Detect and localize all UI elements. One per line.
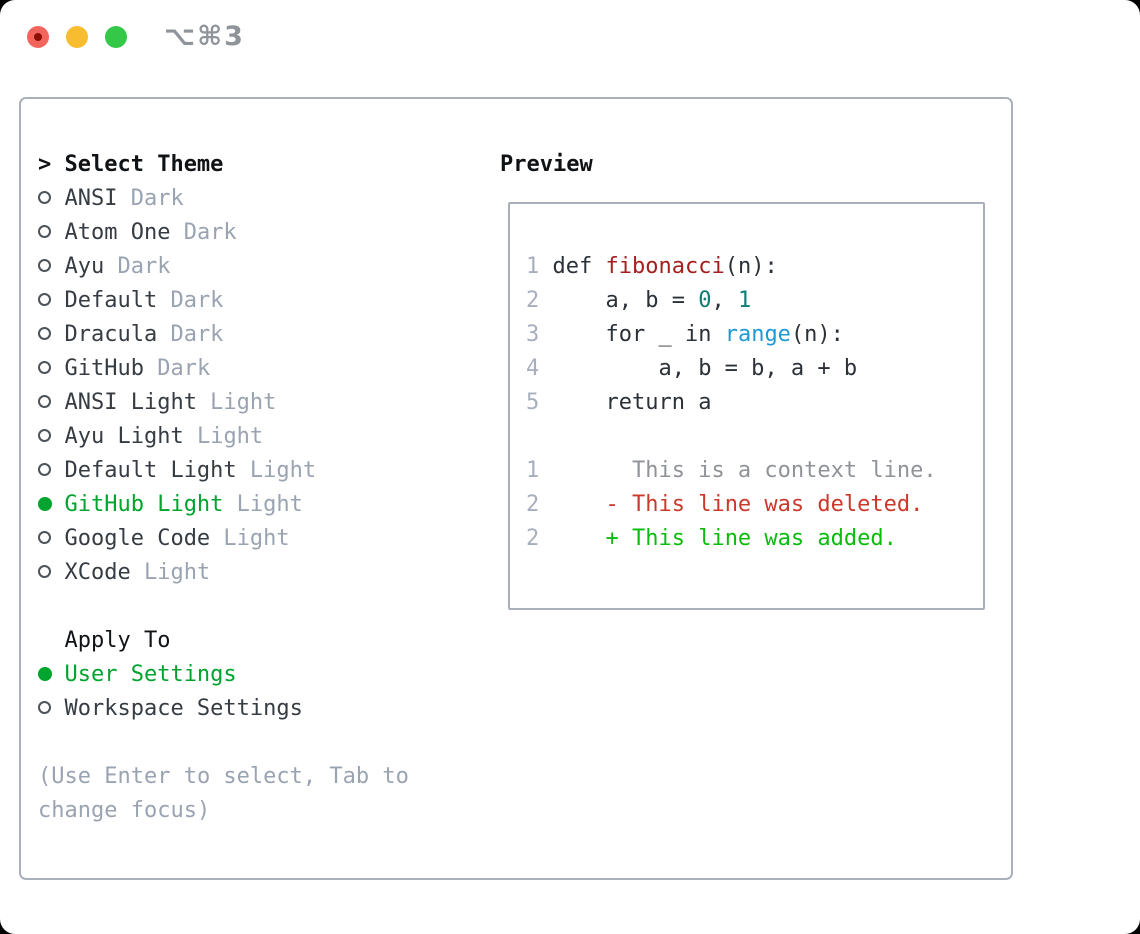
apply-to-header: Apply To	[38, 624, 409, 658]
code-line: 4 a, b = b, a + b	[526, 356, 858, 381]
theme-option-github-light[interactable]: GitHub Light Light	[38, 488, 409, 522]
option-label: Ayu	[64, 254, 105, 279]
line-number: 1	[526, 458, 632, 483]
radio-icon	[38, 293, 51, 306]
theme-option-github[interactable]: GitHub Dark	[38, 352, 409, 386]
line-number: 2	[526, 492, 606, 517]
theme-variant: Light	[223, 492, 303, 517]
minimize-button[interactable]	[66, 26, 88, 48]
option-label: GitHub Light	[64, 492, 224, 517]
hint-text: (Use Enter to select, Tab to change focus…	[38, 760, 409, 828]
radio-icon	[38, 531, 51, 544]
theme-option-ansi-light[interactable]: ANSI Light Light	[38, 386, 409, 420]
option-label: Atom One	[64, 220, 171, 245]
radio-icon	[38, 225, 51, 238]
theme-option-ayu-light[interactable]: Ayu Light Light	[38, 420, 409, 454]
theme-variant: Dark	[170, 220, 237, 245]
apply-option-workspace-settings[interactable]: Workspace Settings	[38, 692, 409, 726]
option-label: User Settings	[64, 662, 237, 687]
radio-icon	[38, 259, 51, 272]
theme-option-dracula[interactable]: Dracula Dark	[38, 318, 409, 352]
window-title: ⌥⌘3	[164, 21, 245, 52]
radio-icon	[38, 361, 51, 374]
radio-icon	[38, 327, 51, 340]
radio-icon	[38, 395, 51, 408]
apply-to-label: Apply To	[64, 628, 171, 653]
preview-box: 1 def fibonacci(n): 2 a, b = 0, 1 3 for _ …	[508, 202, 985, 610]
theme-variant: Light	[183, 424, 264, 449]
theme-option-atom-one[interactable]: Atom One Dark	[38, 216, 409, 250]
line-number: 3	[526, 322, 606, 347]
theme-option-google-code[interactable]: Google Code Light	[38, 522, 409, 556]
option-label: GitHub	[64, 356, 144, 381]
apply-option-user-settings[interactable]: User Settings	[38, 658, 409, 692]
theme-variant: Light	[236, 458, 317, 483]
line-number: 2	[526, 526, 606, 551]
close-dot-icon	[34, 33, 42, 41]
option-label: ANSI Light	[64, 390, 197, 415]
hint-line: (Use Enter to select, Tab to	[38, 764, 409, 789]
radio-selected-icon	[38, 666, 52, 681]
option-label: Dracula	[64, 322, 158, 347]
select-theme-label: Select Theme	[64, 152, 224, 177]
line-number: 1	[526, 254, 553, 279]
code-line: 1 def fibonacci(n):	[526, 254, 778, 279]
code-line: 5 return a	[526, 390, 712, 415]
theme-option-ayu[interactable]: Ayu Dark	[38, 250, 409, 284]
code-preview: 1 def fibonacci(n): 2 a, b = 0, 1 3 for _ …	[510, 204, 983, 556]
option-label: Ayu Light	[64, 424, 184, 449]
zoom-button[interactable]	[105, 26, 127, 48]
theme-option-default-light[interactable]: Default Light Light	[38, 454, 409, 488]
theme-variant: Dark	[157, 288, 224, 313]
radio-icon	[38, 429, 51, 442]
code-line: 2 + This line was added.	[526, 526, 897, 551]
spacer	[38, 726, 409, 760]
radio-icon	[38, 565, 51, 578]
prompt-icon: >	[38, 152, 65, 177]
code-line	[526, 420, 983, 454]
close-button[interactable]	[27, 26, 49, 48]
theme-variant: Light	[210, 526, 290, 551]
code-line: 2 a, b = 0, 1	[526, 288, 752, 313]
theme-variant: Light	[130, 560, 211, 585]
radio-icon	[38, 463, 51, 476]
code-line: 2 - This line was deleted.	[526, 492, 924, 517]
option-label: Workspace Settings	[64, 696, 303, 721]
line-number: 4	[526, 356, 659, 381]
radio-icon	[38, 191, 51, 204]
radio-selected-icon	[38, 496, 52, 511]
line-number: 2	[526, 288, 606, 313]
code-line: 1 This is a context line.	[526, 458, 937, 483]
radio-icon	[38, 701, 51, 714]
option-label: XCode	[64, 560, 131, 585]
spacer	[38, 590, 409, 624]
theme-option-ansi[interactable]: ANSI Dark	[38, 182, 409, 216]
theme-variant: Dark	[157, 322, 224, 347]
theme-variant: Dark	[117, 186, 184, 211]
preview-title: Preview	[500, 152, 593, 177]
line-number: 5	[526, 390, 606, 415]
hint-line: change focus)	[38, 798, 211, 823]
theme-option-default[interactable]: Default Dark	[38, 284, 409, 318]
option-label: Default	[64, 288, 158, 313]
theme-variant: Light	[196, 390, 277, 415]
theme-variant: Dark	[104, 254, 171, 279]
theme-variant: Dark	[143, 356, 211, 381]
select-theme-header: > Select Theme	[38, 148, 409, 182]
option-label: ANSI	[64, 186, 118, 211]
option-label: Default Light	[64, 458, 237, 483]
option-label: Google Code	[64, 526, 211, 551]
code-line: 3 for _ in range(n):	[526, 322, 844, 347]
theme-option-xcode[interactable]: XCode Light	[38, 556, 409, 590]
